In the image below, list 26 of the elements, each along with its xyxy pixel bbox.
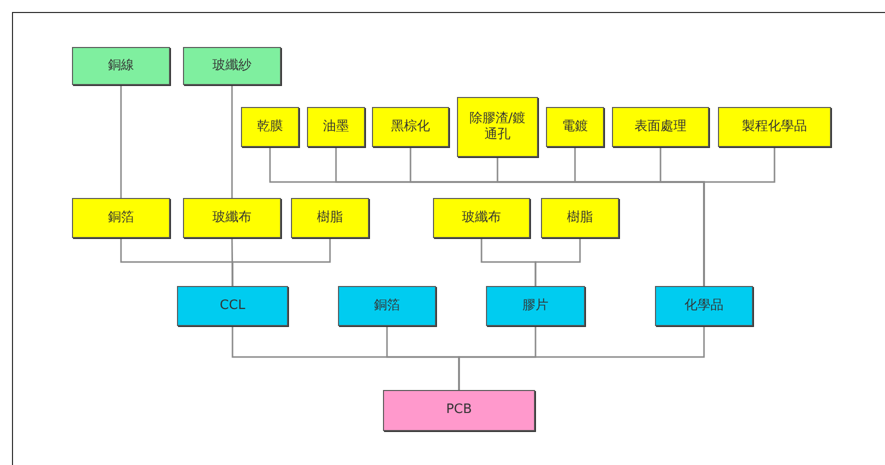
component-box: 銅箔 [338,286,436,326]
material-box: 銅箔 [72,198,170,238]
connector-line [231,238,234,286]
connector-line [232,238,331,286]
connector-line [231,85,233,198]
connector-line [120,85,122,198]
material-box: 玻纖布 [183,198,281,238]
material-box: 除膠渣/鍍通孔 [457,97,538,157]
product-box: PCB [383,390,535,431]
material-box: 油墨 [307,107,365,147]
material-box: 乾膜 [241,107,299,147]
material-box: 樹脂 [541,198,619,238]
material-box: 黑棕化 [372,107,449,147]
material-box: 電鍍 [546,107,604,147]
connector-line [534,238,581,286]
connector-line [703,147,776,286]
material-box: 製程化學品 [718,107,831,147]
component-box: 化學品 [655,286,753,326]
component-box: 膠片 [486,286,585,326]
connector-line [458,326,705,390]
material-box: 銅線 [72,47,170,85]
material-box: 表面處理 [612,107,709,147]
component-box: CCL [177,286,288,326]
material-box: 玻纖紗 [183,47,281,85]
material-box: 樹脂 [291,198,369,238]
material-box: 玻纖布 [433,198,530,238]
